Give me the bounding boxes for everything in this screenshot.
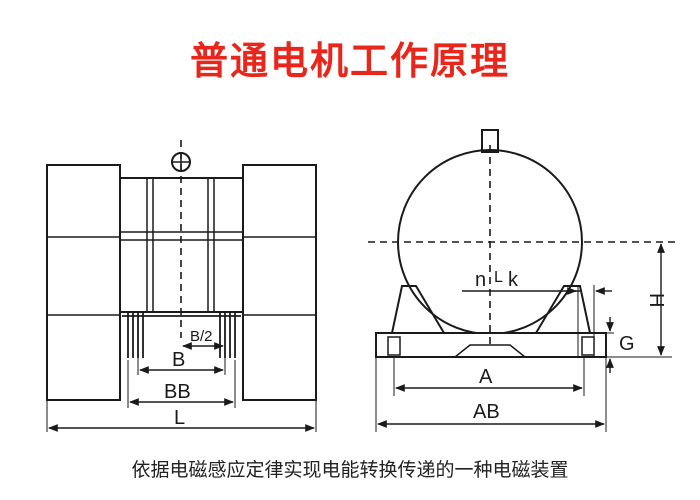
dim-label-b: B: [172, 349, 185, 371]
dim-label-g: G: [619, 333, 635, 355]
caption-text: 依据电磁感应定律实现电能转换传递的一种电磁装置: [131, 459, 569, 481]
left-end-weight: [46, 164, 121, 401]
dim-label-ab: AB: [473, 401, 500, 423]
page-title: 普通电机工作原理: [189, 39, 510, 83]
dim-symbol-l: L: [494, 269, 503, 286]
front-view-diagram: [46, 140, 317, 432]
dim-label-bb: BB: [164, 381, 191, 403]
dim-label-k: k: [508, 269, 519, 291]
dim-label-l: L: [174, 407, 185, 429]
dim-label-a: A: [479, 366, 493, 388]
dim-label-n: n: [475, 269, 486, 291]
side-view-diagram: [368, 129, 680, 432]
motor-body: [119, 177, 244, 313]
dim-label-h: H: [645, 293, 667, 307]
dim-label-half-b: B/2: [190, 328, 213, 345]
right-end-weight: [242, 164, 317, 401]
